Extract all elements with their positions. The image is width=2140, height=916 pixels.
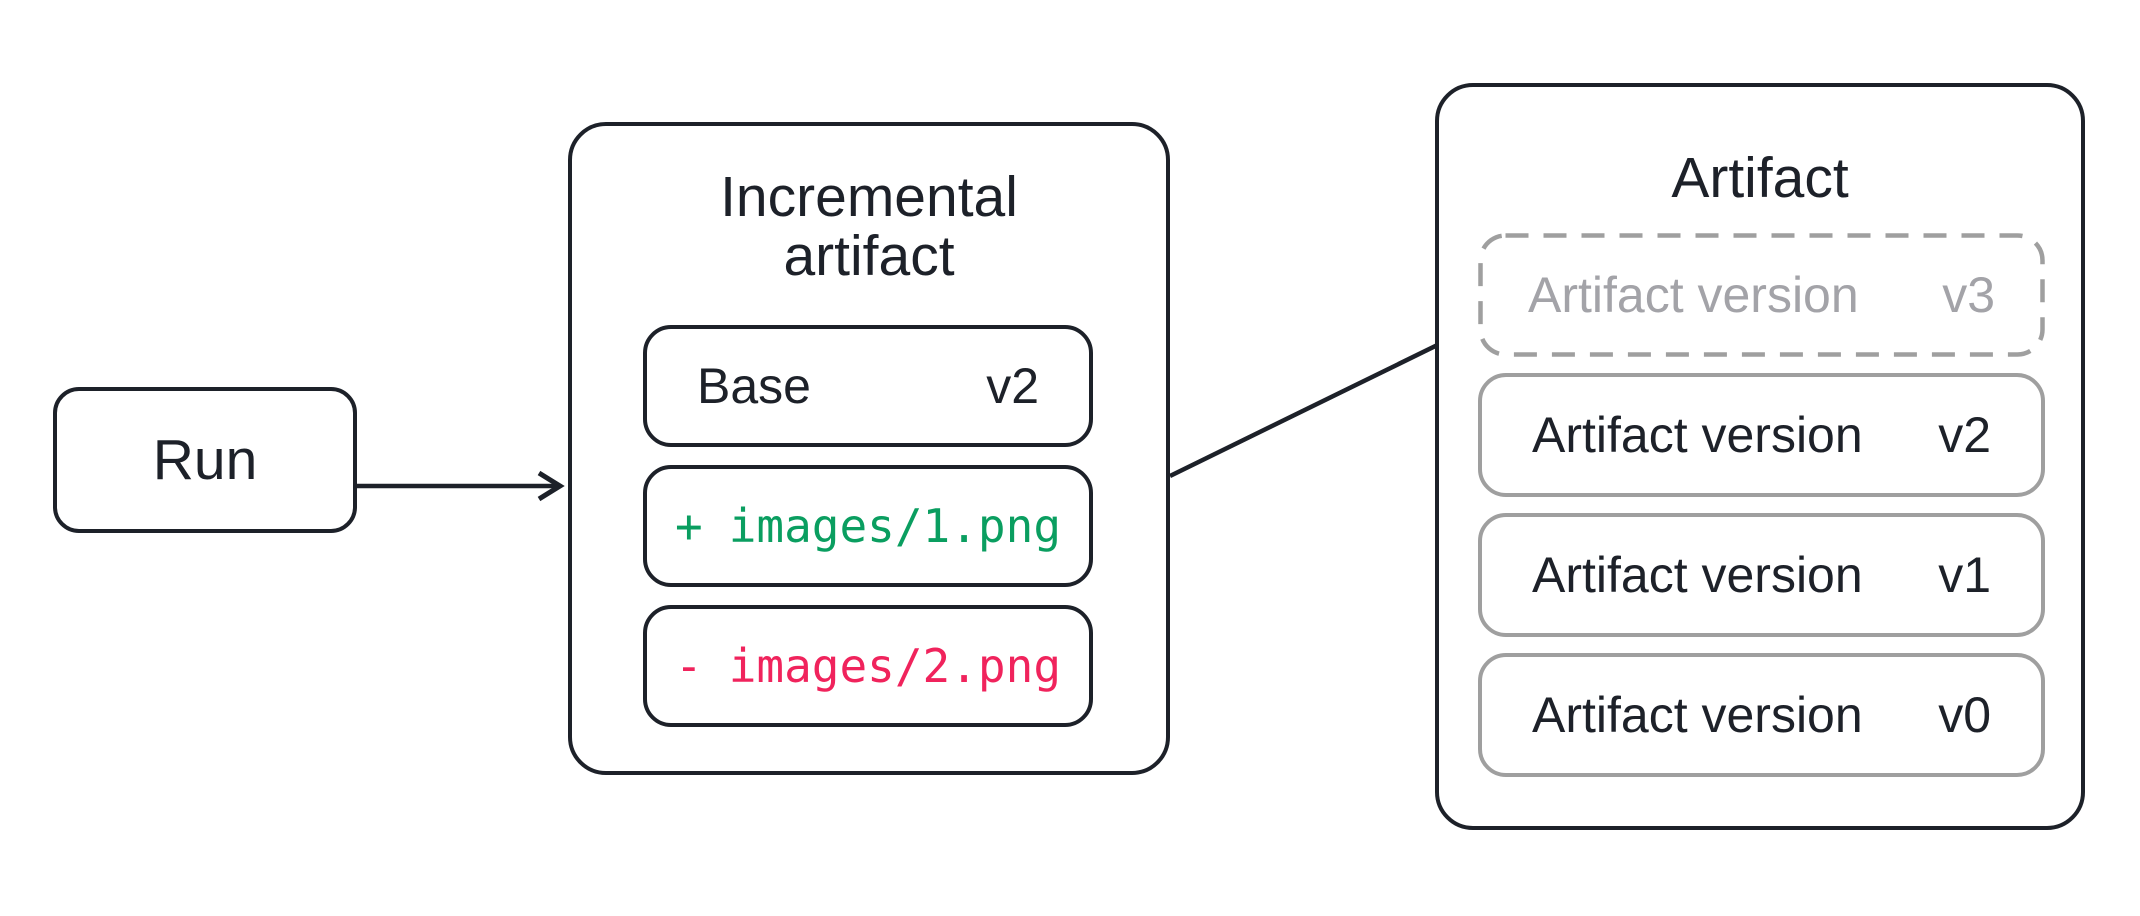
run-label: Run <box>152 428 258 492</box>
removed-file-path: images/2.png <box>728 639 1062 693</box>
pending-artifact-version-row: Artifact version v3 <box>1478 233 2045 357</box>
incremental-artifact-title-line2: artifact <box>783 223 955 288</box>
incremental-artifact-title: Incremental artifact <box>568 168 1170 285</box>
base-version-row: Base v2 <box>643 325 1093 447</box>
added-file-path: images/1.png <box>728 499 1062 553</box>
incremental-artifact-title-line1: Incremental <box>720 165 1018 229</box>
base-label: Base <box>697 358 811 414</box>
artifact-version-label: Artifact version <box>1532 407 1863 463</box>
artifact-version-label: Artifact version <box>1532 547 1863 603</box>
artifact-version-row: Artifact version v0 <box>1478 653 2045 777</box>
artifact-version-label: Artifact version <box>1532 687 1863 743</box>
diff-plus-icon: + <box>674 499 703 553</box>
artifact-title: Artifact <box>1671 146 1849 210</box>
pending-version-badge: v3 <box>1942 267 1995 323</box>
pending-version-label: Artifact version <box>1528 267 1859 323</box>
artifact-version-badge: v1 <box>1938 547 1991 603</box>
diff-minus-icon: - <box>674 639 703 693</box>
artifact-version-row: Artifact version v1 <box>1478 513 2045 637</box>
artifact-version-row: Artifact version v2 <box>1478 373 2045 497</box>
artifact-version-badge: v2 <box>1938 407 1991 463</box>
base-version-badge: v2 <box>986 358 1039 414</box>
run-node: Run <box>53 387 357 533</box>
added-file-row: + images/1.png <box>643 465 1093 587</box>
artifact-version-badge: v0 <box>1938 687 1991 743</box>
arrow-incremental-to-artifact-version <box>1169 327 1469 479</box>
removed-file-row: - images/2.png <box>643 605 1093 727</box>
